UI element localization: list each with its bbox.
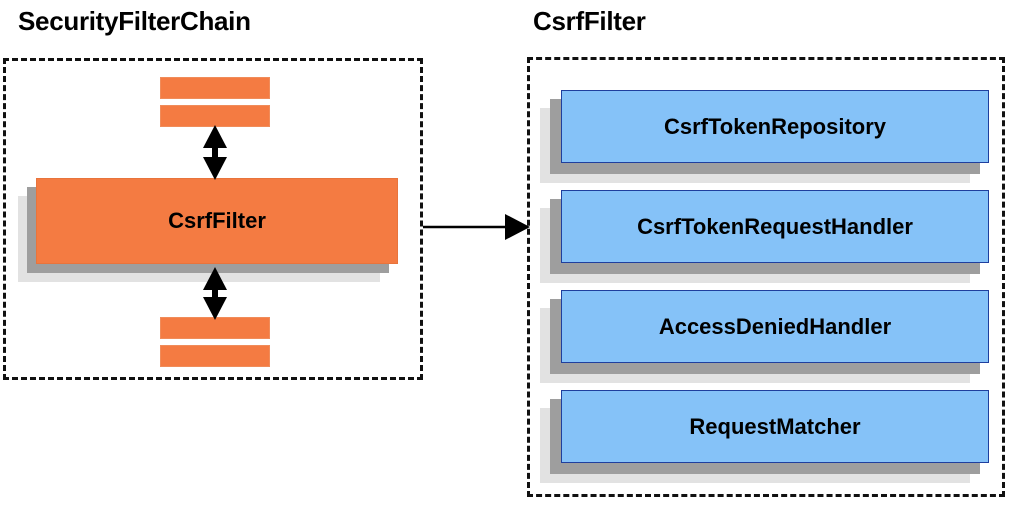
group-title-csrf-filter: CsrfFilter	[533, 6, 646, 36]
filter-slat-top-1	[160, 77, 270, 99]
group-container-security-filter-chain	[3, 58, 423, 380]
node-csrf-token-repository[interactable]: CsrfTokenRepository	[540, 90, 990, 185]
filter-slat-bottom-2	[160, 345, 270, 367]
filter-slat-top-2	[160, 105, 270, 127]
node-label-request-matcher: RequestMatcher	[561, 390, 989, 463]
group-container-csrf-filter-detail	[527, 57, 1005, 497]
node-label-csrf-filter: CsrfFilter	[36, 178, 398, 264]
node-csrf-token-request-handler[interactable]: CsrfTokenRequestHandler	[540, 190, 990, 285]
node-access-denied-handler[interactable]: AccessDeniedHandler	[540, 290, 990, 385]
node-request-matcher[interactable]: RequestMatcher	[540, 390, 990, 485]
connector-expand-csrf-filter	[423, 214, 530, 240]
node-csrf-filter[interactable]: CsrfFilter	[18, 178, 408, 288]
node-label-csrf-token-request-handler: CsrfTokenRequestHandler	[561, 190, 989, 263]
node-label-csrf-token-repository: CsrfTokenRepository	[561, 90, 989, 163]
node-label-access-denied-handler: AccessDeniedHandler	[561, 290, 989, 363]
filter-slat-bottom-1	[160, 317, 270, 339]
group-title-security-filter-chain: SecurityFilterChain	[18, 6, 251, 36]
